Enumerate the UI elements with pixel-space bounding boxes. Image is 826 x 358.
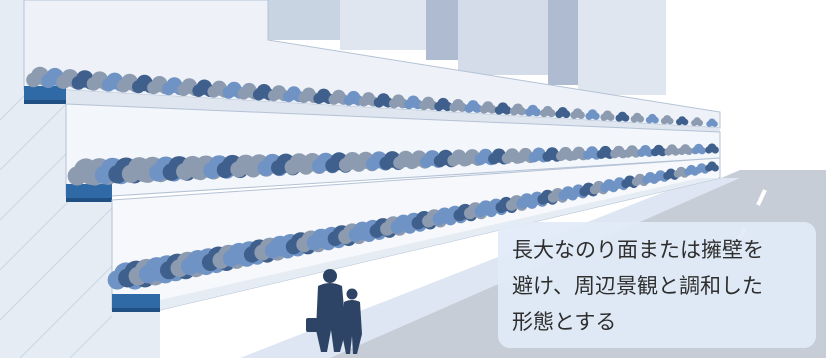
shrub [517,107,526,116]
shrub [637,115,644,123]
caption-box: 長大なのり面または擁壁を 避け、周辺景観と調和した 形態とする [498,222,816,348]
shrub [711,121,718,127]
shrub-row-bottom [107,161,719,290]
shrub [652,116,659,124]
shrub-row-top [26,66,718,127]
caption-line-2: 避け、周辺景観と調和した [512,274,763,298]
shrub [502,106,512,115]
left-side-wall [0,0,160,358]
shrub-row-middle [67,143,719,186]
background-buildings [268,0,666,95]
shrub [671,147,680,156]
shrub [666,117,674,125]
shrub [681,118,689,126]
shrub [547,109,556,118]
shrub [607,113,615,121]
shrub [472,103,482,113]
shrub [658,148,667,157]
shrub [696,119,704,127]
shrub [562,110,571,119]
shrub [711,146,719,154]
shrub [487,104,497,114]
shrub [622,114,630,122]
shrub [685,147,693,156]
shrub [532,108,541,117]
shrub [711,164,719,172]
caption-line-1: 長大なのり面または擁壁を [512,238,764,262]
caption-line-3: 形態とする [512,310,617,334]
shrub [592,112,600,120]
shrub [698,146,706,155]
pedestrian-figures [306,269,362,354]
shrub [577,111,585,119]
